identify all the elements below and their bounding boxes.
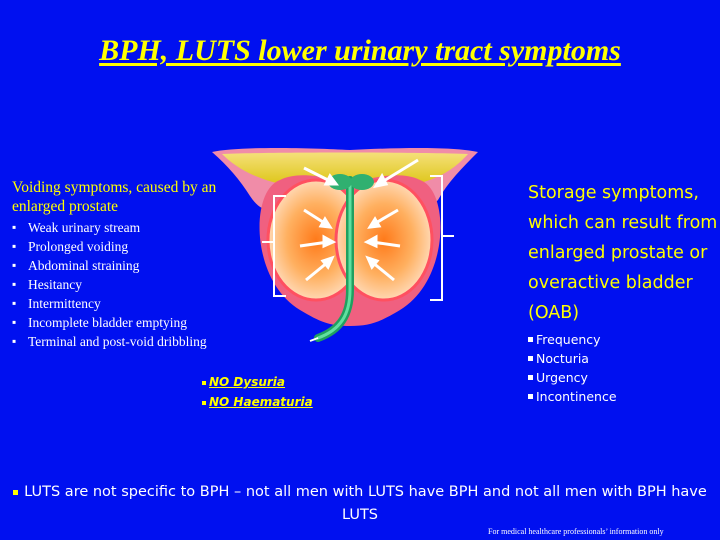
storage-list: Frequency Nocturia Urgency Incontinence (528, 330, 720, 406)
bullet-icon (202, 400, 206, 405)
list-item: NO Dysuria (202, 372, 313, 392)
voiding-symptoms-section: Voiding symptoms, caused by an enlarged … (12, 178, 252, 351)
voiding-heading: Voiding symptoms, caused by an enlarged … (12, 179, 217, 215)
list-item: Hesitancy (12, 275, 252, 294)
list-item: Abdominal straining (12, 256, 252, 275)
no-dysuria: NO Dysuria (209, 375, 286, 389)
list-item: Intermittency (12, 294, 252, 313)
voiding-list: Weak urinary stream Prolonged voiding Ab… (12, 218, 252, 351)
list-item: Frequency (528, 330, 720, 349)
no-haematuria: NO Haematuria (209, 395, 313, 409)
list-item: Terminal and post-void dribbling (12, 332, 252, 351)
prostate-diagram-icon (212, 148, 478, 342)
footer-note: LUTS are not specific to BPH – not all m… (10, 481, 710, 527)
list-item: Incontinence (528, 387, 720, 406)
slide-title: BPH, LUTS lower urinary tract symptoms (99, 34, 621, 67)
storage-heading: Storage symptoms, which can result from … (528, 183, 718, 323)
storage-symptoms-section: Storage symptoms, which can result from … (528, 178, 720, 406)
list-item: NO Haematuria (202, 392, 313, 412)
bullet-icon (202, 380, 206, 385)
list-item: Weak urinary stream (12, 218, 252, 237)
no-symptoms-list: NO Dysuria NO Haematuria (202, 372, 313, 412)
list-item: Prolonged voiding (12, 237, 252, 256)
list-item: Urgency (528, 368, 720, 387)
list-item: Incomplete bladder emptying (12, 313, 252, 332)
bullet-icon (13, 489, 19, 495)
list-item: Nocturia (528, 349, 720, 368)
disclaimer: For medical healthcare professionals’ in… (488, 527, 664, 536)
footer-text: LUTS are not specific to BPH – not all m… (24, 484, 707, 523)
